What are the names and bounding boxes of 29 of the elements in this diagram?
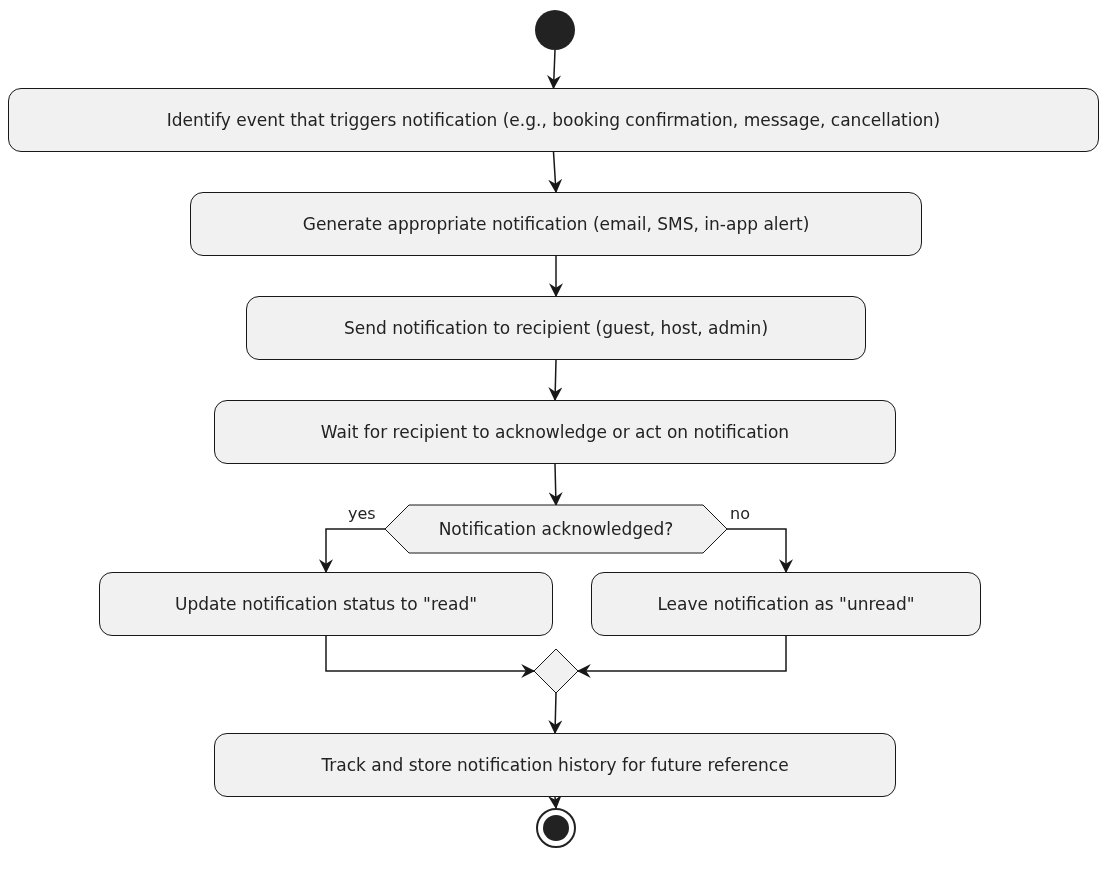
merge-diamond <box>534 649 578 693</box>
activity-box <box>99 572 553 636</box>
arrow <box>549 255 563 298</box>
activity-box <box>214 400 896 464</box>
arrow <box>548 463 563 507</box>
activity-box <box>246 296 866 360</box>
arrow <box>548 359 563 402</box>
activity-box <box>591 572 981 636</box>
activity-text: Update notification status to "read" <box>175 594 477 614</box>
activity-text: Track and store notification history for future reference <box>321 755 789 775</box>
arrow <box>726 528 793 574</box>
arrow <box>325 635 536 678</box>
arrow <box>548 151 563 194</box>
arrow <box>576 635 787 678</box>
activity-box <box>214 733 896 797</box>
activity-text: Generate appropriate notification (email, SMS, in-app alert) <box>302 214 810 234</box>
arrow <box>319 528 386 574</box>
activity-box <box>8 88 1099 152</box>
arrow <box>547 49 561 90</box>
arrow <box>548 692 563 735</box>
activity-text: Identify event that triggers notification (e.g., booking confirmation, message, cancellation) <box>166 110 941 130</box>
activity-text: Wait for recipient to acknowledge or act on notification <box>320 422 790 442</box>
activity-box <box>190 192 922 256</box>
activity-text: Leave notification as "unread" <box>657 594 915 614</box>
end-node <box>536 808 576 848</box>
decision-text: Notification acknowledged? <box>438 519 674 539</box>
activity-text: Send notification to recipient (guest, host, admin) <box>343 318 768 338</box>
start-node <box>535 10 575 50</box>
decision-hexagon <box>385 505 727 553</box>
